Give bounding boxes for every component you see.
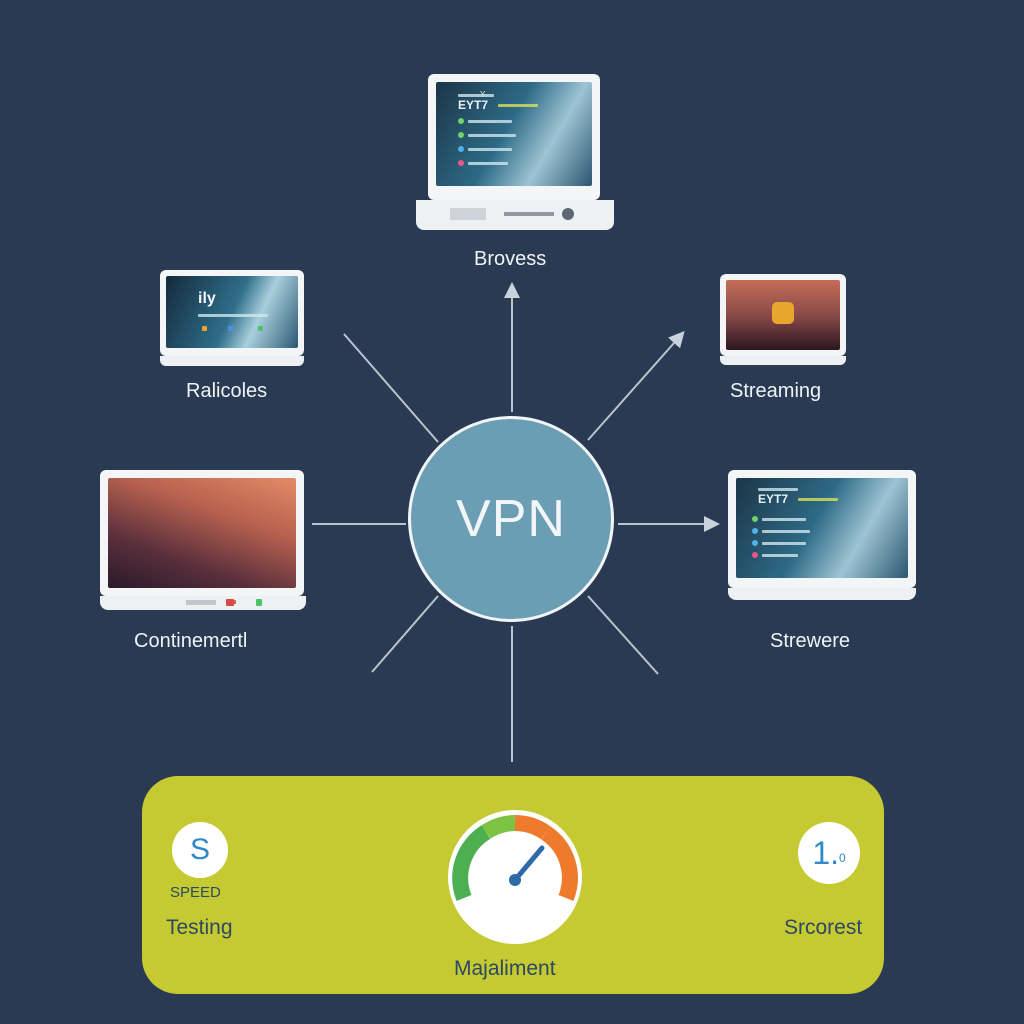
label-mid-left: Continemertl [134, 630, 248, 652]
line-lower-right [587, 595, 659, 675]
label-top: Brovess [474, 248, 547, 270]
testing-label: Testing [166, 916, 233, 939]
play-icon [772, 302, 794, 324]
score-badge: 1. 0 [798, 822, 860, 884]
score-badge-small: 0 [839, 851, 846, 865]
vpn-hub: VPN [408, 416, 614, 622]
center-label: Majaliment [454, 957, 556, 980]
line-lower-left [371, 595, 439, 673]
device-top-laptop: Y EYT7 [416, 74, 614, 234]
mid-right-screen-text: EYT7 [758, 492, 789, 506]
speedometer-icon [448, 810, 582, 944]
device-upper-left-laptop: ily [160, 270, 304, 366]
device-mid-right-laptop: EYT7 [728, 470, 918, 604]
label-upper-right: Streaming [730, 380, 822, 402]
speed-caption: SPEED [170, 884, 221, 901]
label-mid-right: Strewere [770, 630, 851, 652]
label-upper-left: Ralicoles [186, 380, 268, 402]
top-screen-line-2: EYT7 [458, 98, 489, 112]
device-mid-left-laptop [100, 470, 308, 612]
speed-badge: S [172, 822, 228, 878]
score-badge-number: 1. [812, 834, 839, 871]
line-upper-right [587, 331, 685, 441]
upper-left-screen-text: ily [198, 290, 216, 307]
line-upper-left [343, 333, 439, 443]
score-label: Srcorest [784, 916, 863, 939]
speed-badge-letter: S [189, 833, 210, 866]
vpn-hub-label: VPN [456, 490, 566, 548]
device-upper-right-laptop [720, 274, 848, 366]
